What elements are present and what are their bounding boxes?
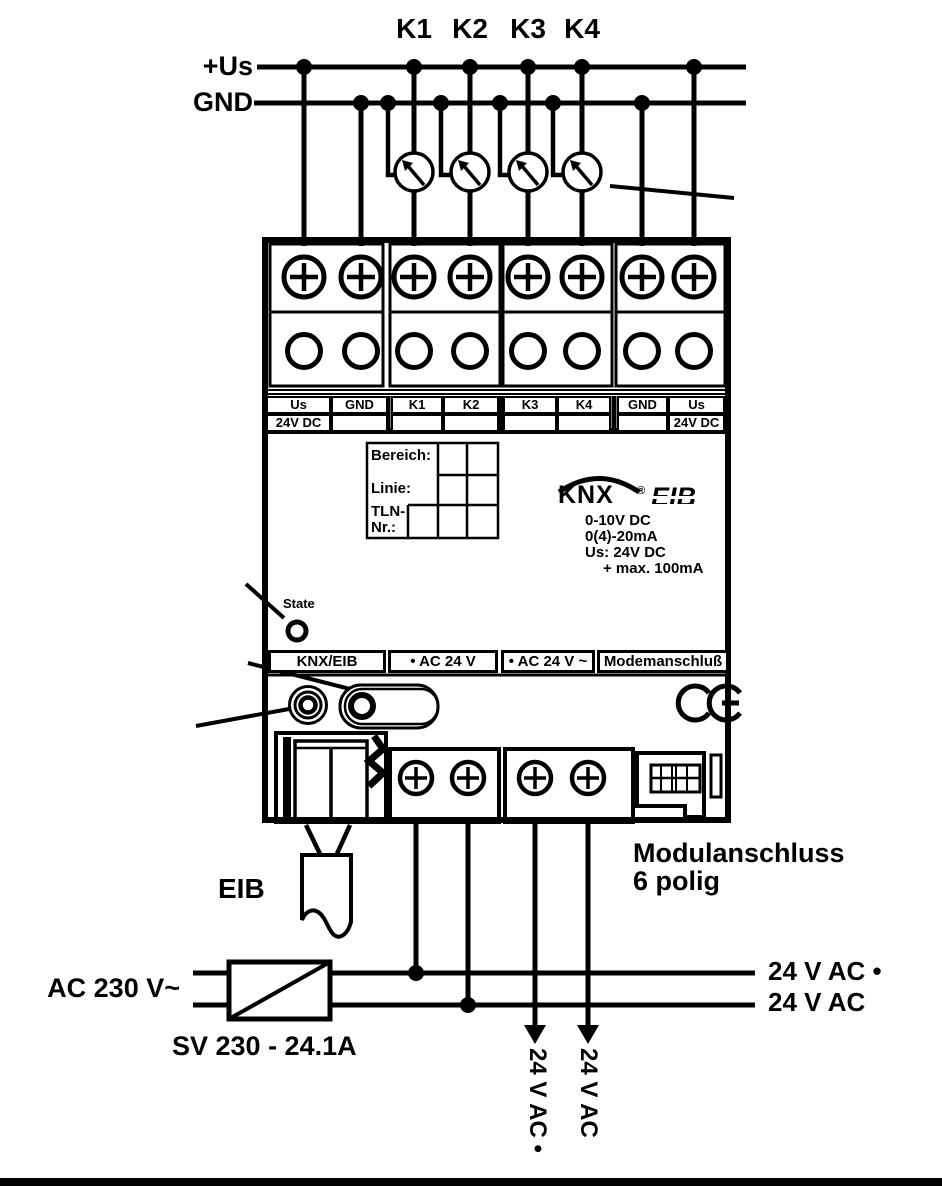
ac24-terminals [388,747,635,824]
terminal-voltage-cell [443,414,499,432]
meter-gnd-stubs [385,103,563,178]
terminal-voltage-cell [503,414,557,432]
terminal-label-k1: K1 [391,396,443,414]
terminal-label-k2: K2 [443,396,499,414]
meter-symbols [393,151,603,193]
config-label-bereich: Bereich: [371,447,432,464]
section-label-knx-eib: KNX/EIB [268,650,386,673]
config-label-linie: Linie: [371,480,411,497]
terminal-block [268,242,727,388]
section-label-modem: Modemanschluß [597,650,729,673]
drop-arrowheads [524,1025,599,1044]
meter-k4 [561,151,603,193]
terminal-voltage-cell [557,414,611,432]
programming-button [338,683,440,730]
junction-dots [296,59,702,111]
terminal-label-gnd-left: GND [331,396,388,414]
section-label-ac24v: • AC 24 V [388,650,498,673]
power-supply-box [226,959,333,1022]
channel-label-k1: K1 [396,13,432,44]
channel-label-k3: K3 [510,13,546,44]
page-bottom-bar [0,1178,942,1186]
meter-k2 [449,151,491,193]
eib-logo-stripe [650,496,706,499]
meter-k1 [393,151,435,193]
terminal-voltage-cell [617,414,668,432]
module-connector-label-1: Modulanschluss [633,838,845,868]
bus-label-plus-us: +Us [202,51,253,81]
terminal-label-us-right: Us [668,396,725,414]
terminal-voltage-right: 24V DC [668,414,725,432]
ce-mark-icon [675,683,743,723]
registered-mark: ® [637,485,646,497]
screw-terminals [281,254,717,300]
terminal-label-us-left: Us [266,396,331,414]
eib-cable-label: EIB [218,873,265,904]
prog-led-leader-line [195,707,290,728]
knx-logo-text: KNX [558,481,614,509]
terminal-voltage-cell [331,414,388,432]
terminal-voltage-cell [391,414,443,432]
eib-cable-symbol [300,824,353,939]
drop-label-left: 24 V AC • [524,1048,551,1153]
power-supply-diagonal [228,960,331,1021]
eib-logo-stripe [650,504,706,507]
state-led [285,619,309,643]
channel-label-k4: K4 [564,13,600,44]
config-label-nr: Nr.: [371,519,397,536]
terminal-label-k3: K3 [503,396,557,414]
spec-line-1: 0-10V DC [585,512,651,529]
terminal-label-k4: K4 [557,396,611,414]
bottom-drop-wires [413,823,591,1028]
channel-label-k2: K2 [452,13,488,44]
wire-holes [285,332,713,370]
state-led-label: State [283,596,315,611]
config-box [365,441,500,540]
terminal-voltage-left: 24V DC [266,414,331,432]
meters-leader-line [609,184,735,200]
module-connector-label-2: 6 polig [633,866,720,896]
programming-led [288,685,328,725]
ac-supply [193,959,755,1022]
terminal-label-gnd-right: GND [617,396,668,414]
meter-k3 [507,151,549,193]
ac-input-label: AC 230 V~ [47,973,180,1003]
module-connector [635,751,723,819]
output-label-top: 24 V AC • [768,956,882,986]
eib-bus-connector [274,731,389,824]
section-label-ac24v-ac: • AC 24 V ~ [501,650,595,673]
spec-line-4: + max. 100mA [603,560,704,577]
config-label-tln: TLN- [371,503,406,520]
output-label-bottom: 24 V AC [768,987,866,1017]
knx-logo-arc [557,476,641,495]
bus-label-gnd: GND [193,87,253,117]
drop-label-right: 24 V AC [575,1048,602,1138]
spec-line-2: 0(4)-20mA [585,528,658,545]
power-supply-label: SV 230 - 24.1A [172,1031,357,1061]
spec-line-3: Us: 24V DC [585,544,666,561]
